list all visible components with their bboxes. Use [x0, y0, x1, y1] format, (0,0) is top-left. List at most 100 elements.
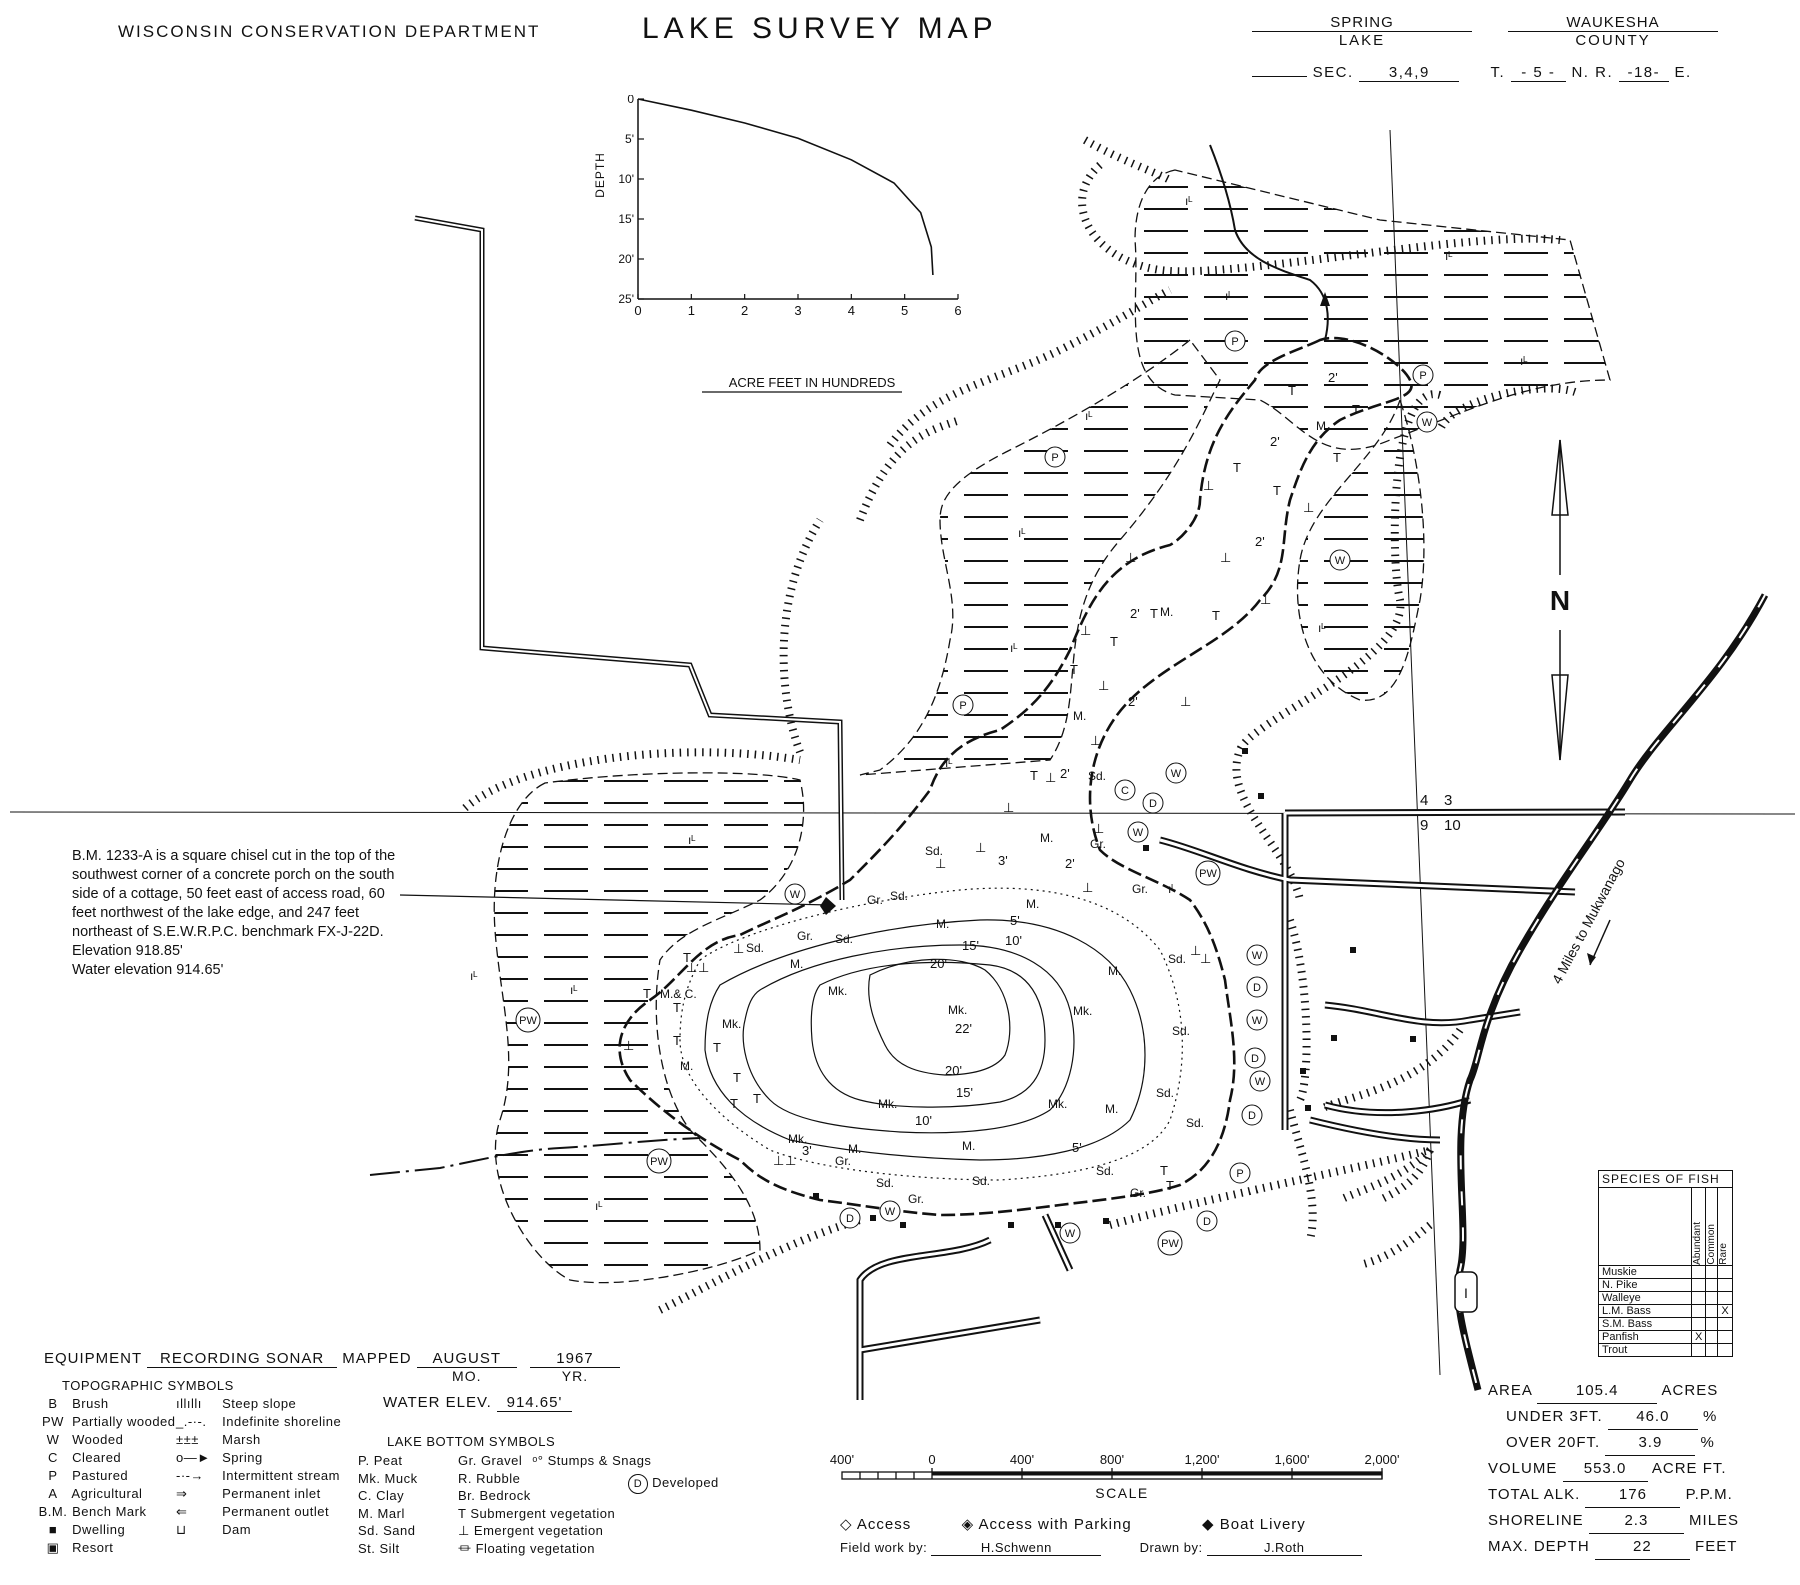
bottom-muck: Mk. [1048, 1097, 1067, 1111]
svg-text:P: P [959, 700, 966, 712]
legend-floating: ⏛ Floating vegetation [458, 1540, 595, 1556]
fish-name: N. Pike [1598, 1278, 1692, 1292]
dam-icon: ⊔ [176, 1522, 187, 1537]
svg-text:D: D [846, 1213, 854, 1225]
bottom-sand: Sd. [1156, 1086, 1174, 1100]
fish-row: N. Pike [1598, 1278, 1733, 1292]
bottom-marl: M. [1316, 419, 1329, 433]
sec-value: 3,4,9 [1359, 64, 1460, 82]
bottom-sand: Sd. [746, 941, 764, 955]
water-elev-line: WATER ELEV. 914.65' [383, 1394, 572, 1412]
fish-rare [1717, 1265, 1733, 1279]
contour-3ft [679, 887, 1183, 1181]
topo-developed: D [1241, 1104, 1263, 1126]
fish-col-common: Common [1706, 1224, 1718, 1265]
fish-name: Trout [1598, 1343, 1692, 1357]
bottom-sand: Sd. [1168, 952, 1186, 966]
bottom-muck: Mk. [1073, 1004, 1092, 1018]
emergent-veg: ⊥ [975, 840, 986, 855]
fish-col-abundant: Abundant [1692, 1222, 1703, 1265]
topo-pastured: P [1412, 364, 1434, 386]
topo-pastured: P [1229, 1162, 1251, 1184]
svg-text:P: P [1231, 336, 1238, 348]
fish-common [1705, 1317, 1719, 1331]
submergent-veg: T [1110, 634, 1118, 649]
fish-common [1705, 1265, 1719, 1279]
emergent-veg: ⊥ [1125, 550, 1136, 565]
topo-legend-col2: ıllıllı Steep slope _.-·-. Indefinite sh… [176, 1396, 341, 1540]
depth-10ft: 10' [1005, 933, 1022, 948]
inlet-arrow [1320, 292, 1330, 306]
bottom-sand: Sd. [1172, 1024, 1190, 1038]
topo-symbols: P P P P P W W W W W W W W W W PW PW PW P… [515, 330, 1438, 1256]
bottom-gravel: Gr. [835, 1154, 851, 1168]
submergent-veg: T [1212, 608, 1220, 623]
legend-resort: ▣ Resort [38, 1540, 176, 1558]
drawn-by-label: Drawn by: [1139, 1540, 1203, 1555]
chart-y-tick-label: 0 [627, 95, 634, 106]
intermittent-stream-icon: -·-→ [176, 1468, 204, 1483]
depth-2ft: 2' [1130, 606, 1140, 621]
legend-clay: C. Clay [358, 1488, 405, 1503]
legend-silt: St. Silt [358, 1540, 400, 1556]
topo-wooded: W [1249, 1070, 1271, 1092]
legend-bench-mark: B.M. Bench Mark [38, 1504, 147, 1519]
legend-bedrock: Br. Bedrock [458, 1488, 531, 1503]
bottom-muck: Mk. [828, 984, 847, 998]
bottom-marl: M. [936, 917, 949, 931]
stat-max-depth: MAX. DEPTH 22 FEET [1488, 1534, 1739, 1560]
t-value: - 5 - [1510, 64, 1566, 82]
depth-contours [679, 887, 1183, 1181]
scale-label: 400' [1010, 1452, 1034, 1467]
topo-cleared: C [1114, 779, 1136, 801]
chart-y-tick-label: 5' [625, 132, 634, 146]
north-label: N [1550, 585, 1570, 616]
emergent-veg: ⊥ [1093, 821, 1104, 836]
chart-y-tick-label: 25' [618, 292, 634, 306]
bottom-muck: Mk. [948, 1003, 967, 1017]
svg-text:P: P [1051, 452, 1058, 464]
fish-rare [1717, 1291, 1733, 1305]
depth-2ft: 2' [1328, 370, 1338, 385]
legend-spring: o—► Spring [176, 1450, 263, 1465]
mo-label: MO. [452, 1368, 482, 1384]
fish-rare [1717, 1278, 1733, 1292]
svg-text:ıᴸ: ıᴸ [470, 969, 478, 983]
bottom-gravel: Gr. [1130, 1186, 1146, 1200]
bottom-marl: M. [1105, 1102, 1118, 1116]
bottom-marl: M. [680, 1059, 693, 1073]
topo-partially-wooded: PW [515, 1007, 541, 1033]
lake-label: LAKE [1338, 32, 1386, 49]
topo-pastured: P [1044, 446, 1066, 468]
depth-10ft: 10' [915, 1113, 932, 1128]
svg-text:W: W [1252, 950, 1263, 962]
scale-label: 1,600' [1274, 1452, 1309, 1467]
emergent-veg: ⊥ [1190, 943, 1201, 958]
legend-dwelling: ■ Dwelling [38, 1522, 176, 1540]
emergent-veg: ⊥ [1080, 623, 1091, 638]
legend-emergent: ⊥ Emergent vegetation [458, 1523, 604, 1538]
scale-label: 1,200' [1184, 1452, 1219, 1467]
mapped-label: MAPPED [342, 1350, 412, 1367]
svg-text:W: W [790, 889, 801, 901]
chart-y-tick-label: 20' [618, 252, 634, 266]
bottom-gravel: Gr. [908, 1192, 924, 1206]
fish-abundant [1690, 1291, 1707, 1305]
svg-text:ıᴸ: ıᴸ [1225, 289, 1233, 303]
chart-x-tick-label: 3 [794, 303, 801, 318]
spring-icon: o—► [176, 1450, 211, 1465]
section-number-3: 3 [1444, 792, 1452, 809]
emergent-veg: ⊥ [698, 960, 709, 975]
indefinite-shoreline-icon: _.-·-. [176, 1414, 207, 1429]
chart-y-tick-label: 10' [618, 172, 634, 186]
credits-line: Field work by: H.Schwenn Drawn by: J.Rot… [840, 1540, 1362, 1556]
submergent-veg: T [1166, 1178, 1174, 1193]
svg-text:W: W [1171, 768, 1182, 780]
chart-ylabel: DEPTH [593, 152, 607, 198]
fish-row: S.M. Bass [1598, 1317, 1733, 1331]
stat-area: AREA 105.4 ACRES [1488, 1378, 1739, 1404]
svg-text:ıᴸ: ıᴸ [688, 833, 696, 847]
depth-3ft: 3' [802, 1143, 812, 1158]
